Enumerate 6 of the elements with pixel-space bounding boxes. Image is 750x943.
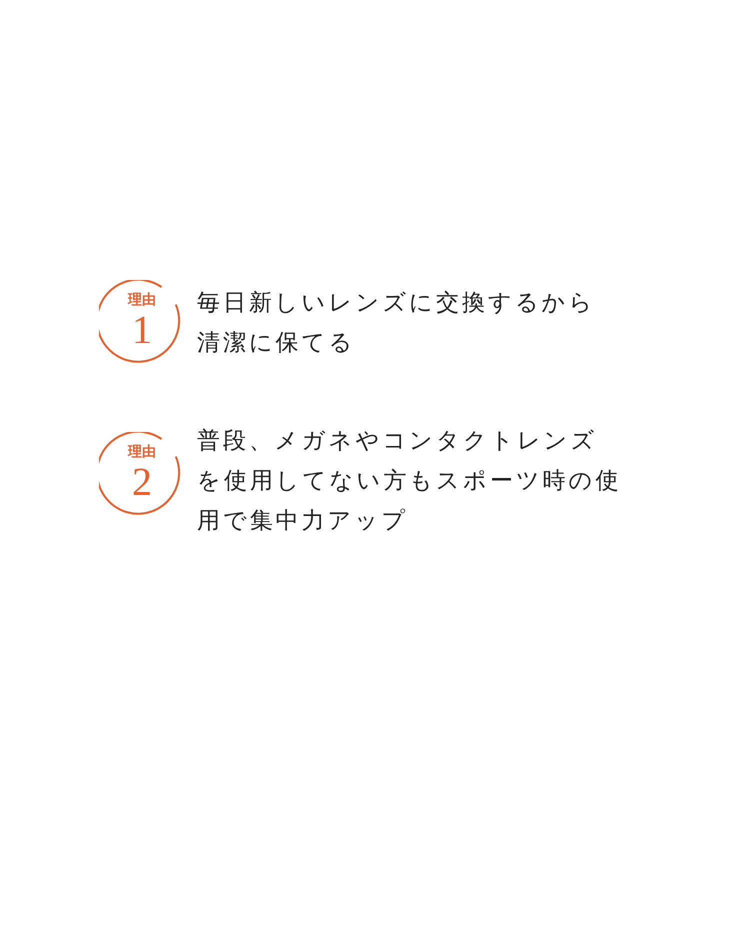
reason-text: 普段、メガネやコンタクトレンズを使用してない方もスポーツ時の使用で集中力アップ: [197, 427, 622, 536]
badge-label: 理由: [126, 444, 157, 460]
badge-number: 2: [131, 460, 153, 504]
badge-number: 1: [131, 308, 153, 352]
badge-label: 理由: [126, 292, 157, 308]
reason-text: 毎日新しいレンズに交換するから清潔に保てる: [197, 289, 596, 358]
